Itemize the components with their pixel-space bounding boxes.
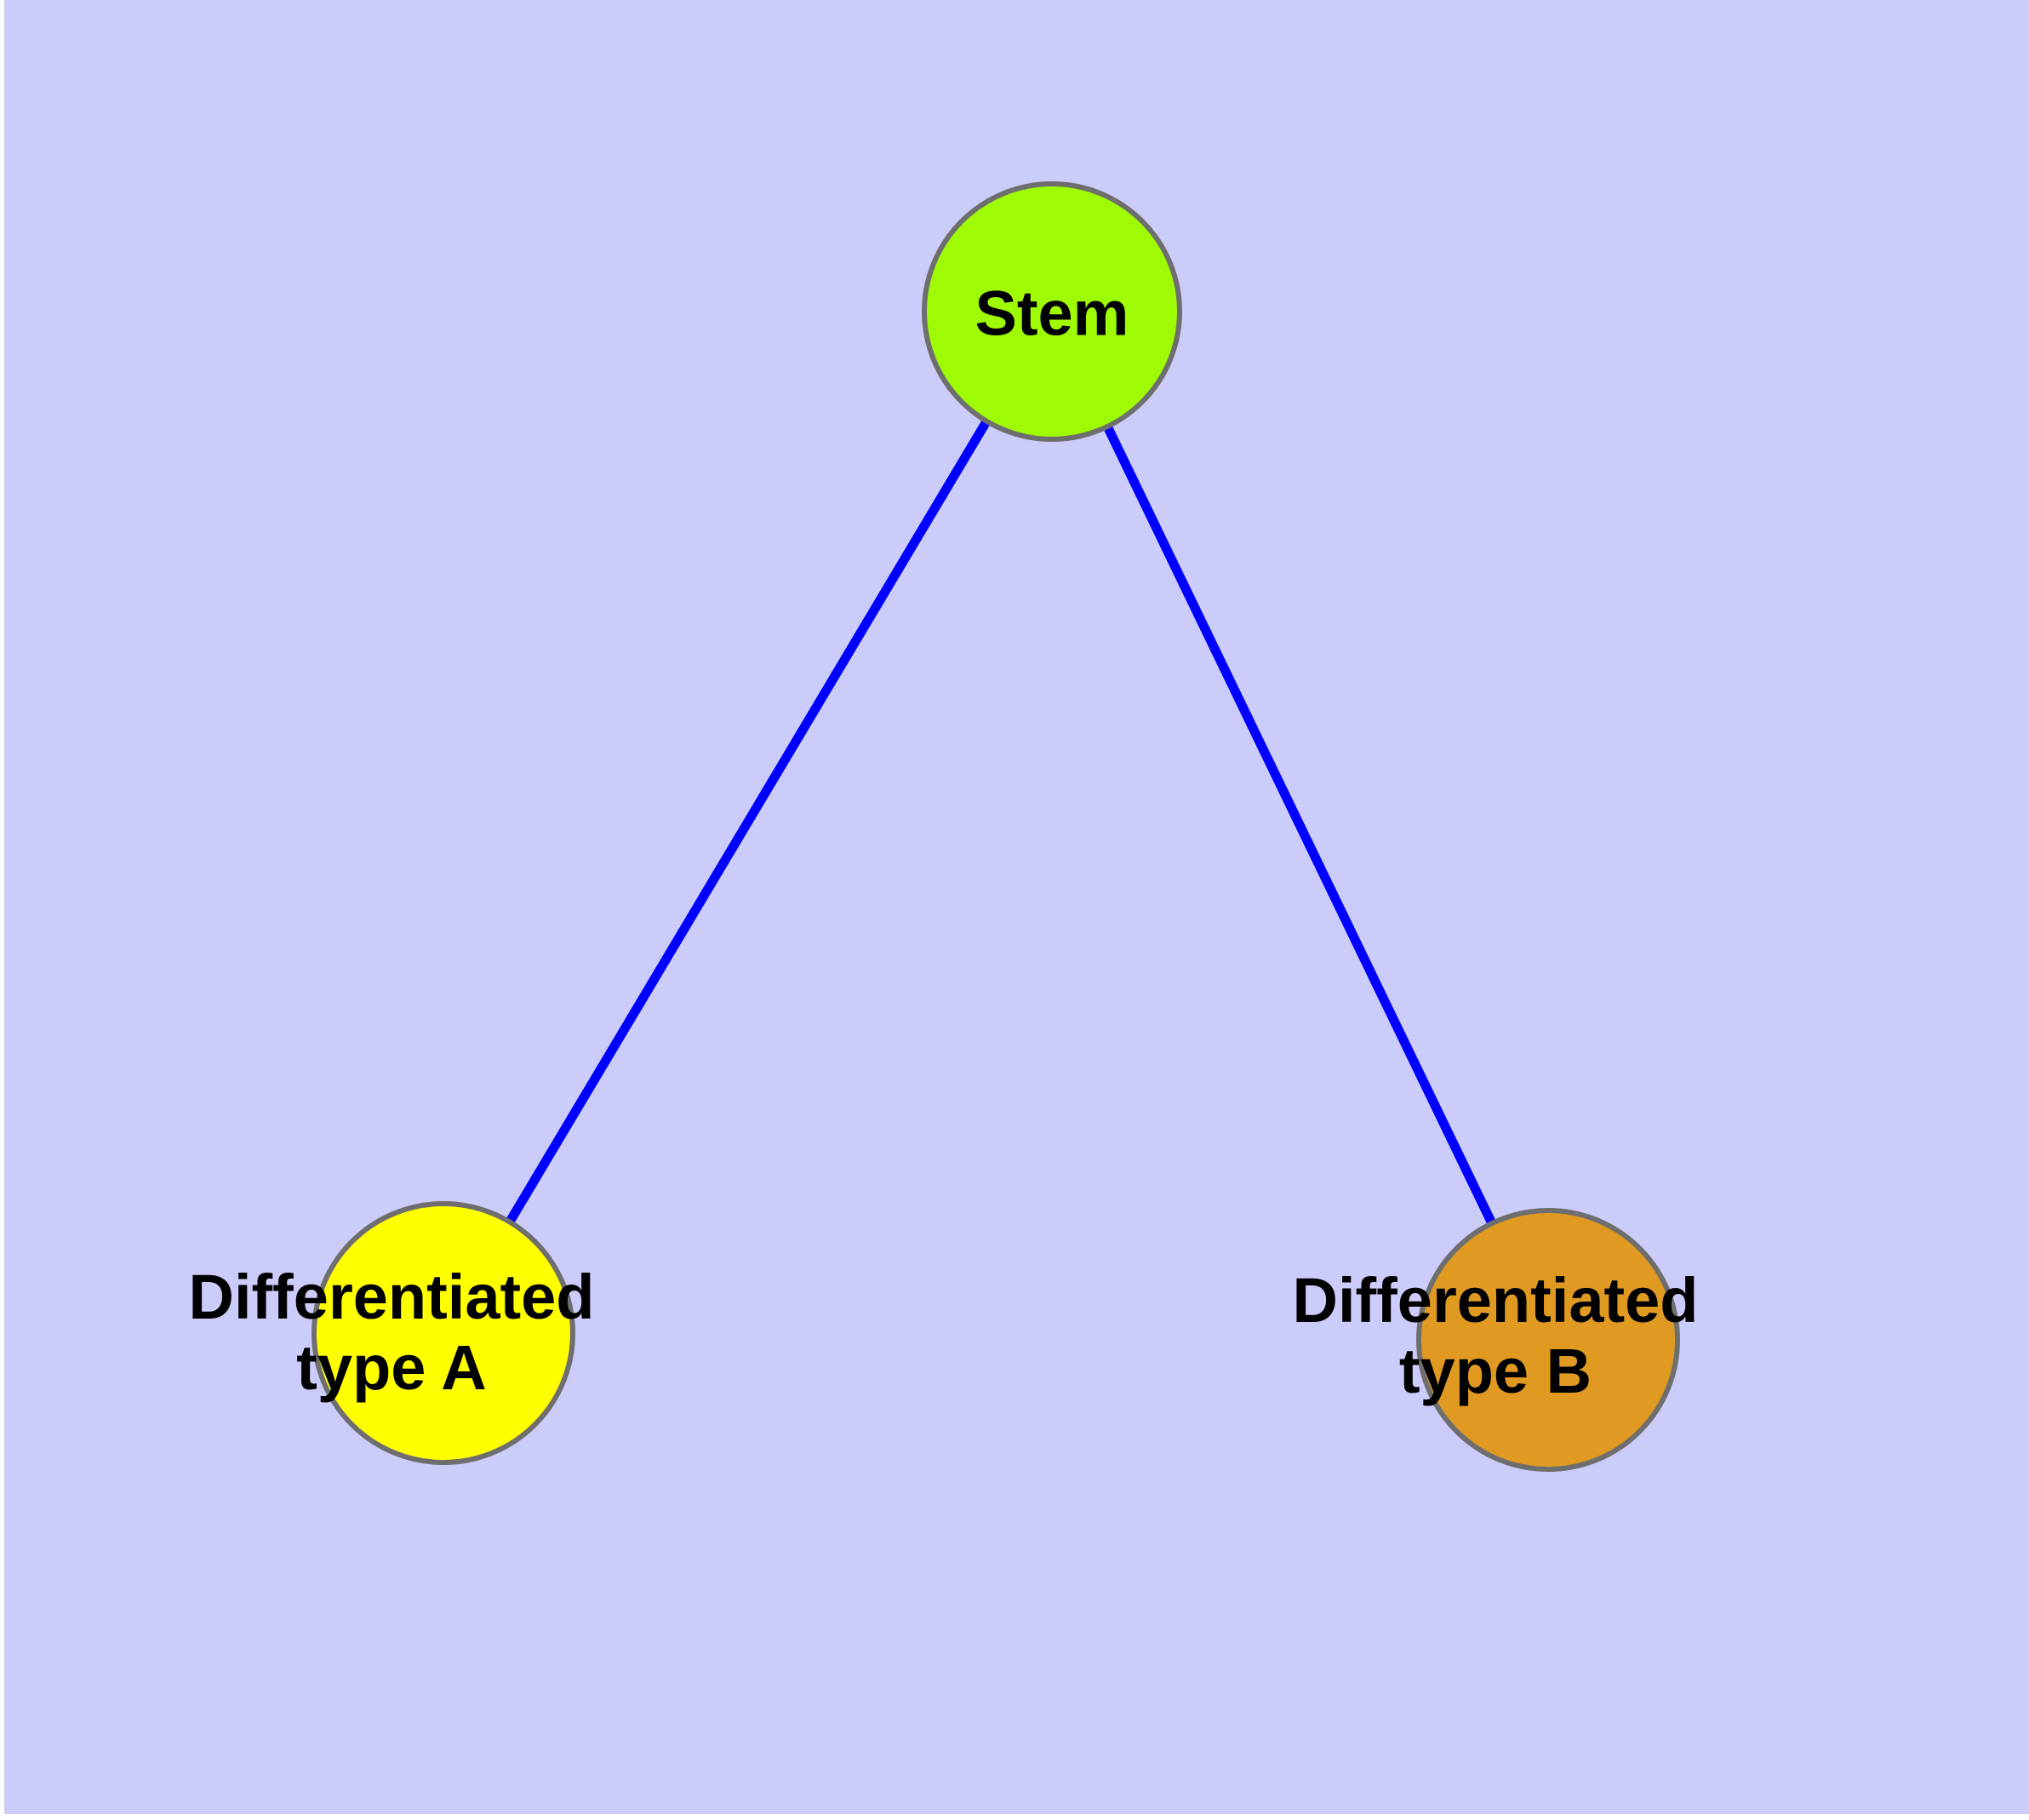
graph-edge[interactable]: [1048, 309, 1552, 1342]
graph-edge[interactable]: [439, 309, 1056, 1336]
graph-node-diff-a[interactable]: [311, 1201, 575, 1465]
nodes-layer: [311, 181, 1680, 1472]
graph-node-diff-b[interactable]: [1416, 1208, 1680, 1472]
edges-layer: [439, 309, 1552, 1342]
graph-node-stem[interactable]: [922, 181, 1182, 442]
graph-svg: [311, 181, 1680, 1472]
